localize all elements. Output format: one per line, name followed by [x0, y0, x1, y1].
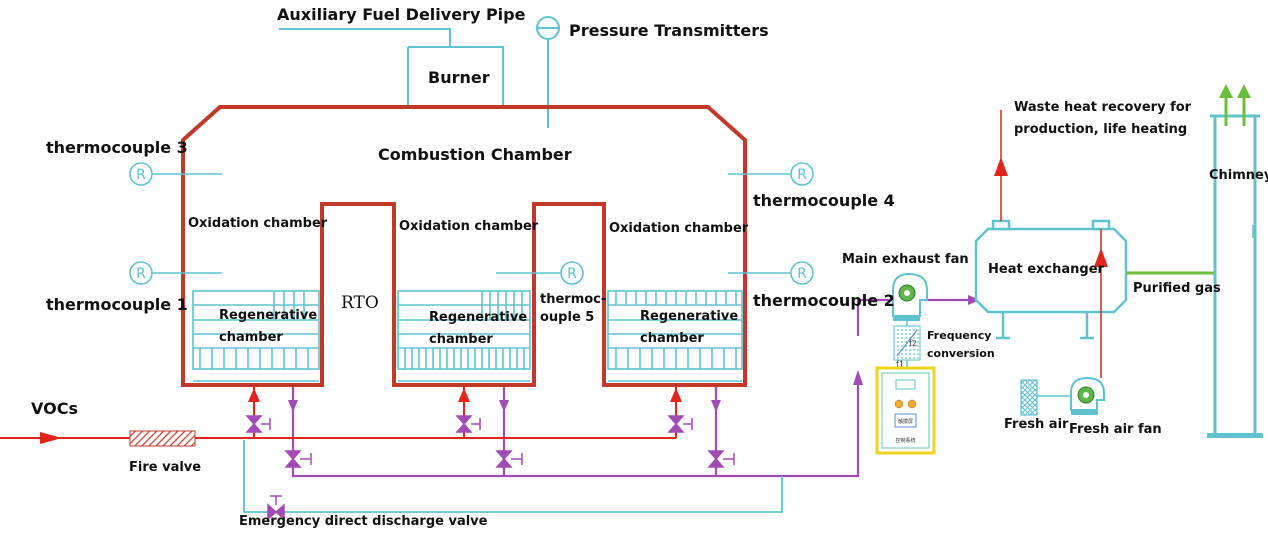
emergency-bypass-line	[243, 440, 783, 513]
thermocouple-3-label: thermocouple 3	[46, 138, 188, 157]
oxidation-chamber-middle-label: Oxidation chamber	[399, 219, 539, 234]
rto-chamber-wall	[181, 105, 747, 387]
control-panel: 触摸屏 控制系统	[875, 366, 936, 455]
thermocouple-symbol: R	[136, 266, 146, 282]
inverter-f1-label: f1	[896, 360, 904, 369]
pressure-transmitters-label: Pressure Transmitters	[569, 21, 769, 40]
flow-arrows-purple	[288, 295, 980, 412]
inverter-diagonal	[896, 329, 918, 357]
waste-heat-label-line2: production, life heating	[1014, 122, 1188, 137]
auxiliary-fuel-label: Auxiliary Fuel Delivery Pipe	[277, 5, 526, 24]
purified-gas-label: Purified gas	[1133, 281, 1221, 296]
heat-exchanger-label: Heat exchanger	[988, 262, 1104, 277]
frequency-conversion-label-line1: Frequency	[927, 329, 992, 342]
regenerative-chamber-middle-label-line2: chamber	[429, 332, 493, 347]
emergency-valve-label: Emergency direct discharge valve	[239, 514, 488, 529]
fresh-air-filter	[1020, 379, 1038, 416]
thermocouple-2-label: thermocouple 2	[753, 291, 895, 310]
regenerative-bed-middle	[397, 290, 531, 382]
flow-arrows-red	[40, 388, 682, 444]
chimney-exhaust-arrows	[1219, 84, 1251, 126]
vocs-inlet-line	[0, 385, 677, 439]
pressure-transmitter-icon	[536, 16, 560, 128]
vocs-label: VOCs	[31, 399, 78, 418]
chimney	[1207, 114, 1263, 438]
burner-label: Burner	[428, 68, 490, 87]
regenerative-bed-left	[192, 290, 320, 382]
fire-valve	[129, 430, 196, 447]
thermocouple-icon	[129, 162, 814, 285]
chimney-label: Chimney	[1209, 168, 1268, 183]
thermocouple-5-label-line2: ouple 5	[540, 310, 595, 325]
control-panel-screen-label: 触摸屏	[898, 418, 913, 425]
thermocouple-5-label-line1: thermoc-	[540, 292, 607, 307]
combustion-chamber-label: Combustion Chamber	[378, 145, 572, 164]
regenerative-chamber-right-label-line2: chamber	[640, 331, 704, 346]
waste-heat-line	[994, 110, 1008, 221]
main-exhaust-fan-label: Main exhaust fan	[842, 252, 969, 267]
thermocouple-4-label: thermocouple 4	[753, 191, 895, 210]
control-panel-caption: 控制系统	[895, 437, 915, 444]
oxidation-chamber-left-label: Oxidation chamber	[188, 216, 328, 231]
regenerative-bed-right	[607, 290, 743, 382]
inverter-f2-label: f2	[909, 339, 917, 348]
fresh-air-line	[1094, 229, 1108, 378]
thermocouple-symbol: R	[567, 266, 577, 282]
thermocouple-symbol: R	[136, 167, 146, 183]
thermocouple-probes	[152, 173, 790, 274]
fresh-air-fan-label: Fresh air fan	[1069, 422, 1162, 437]
oxidation-chamber-right-label: Oxidation chamber	[609, 221, 749, 236]
fresh-air-fan-icon	[1070, 376, 1105, 415]
main-exhaust-fan-icon	[892, 272, 928, 321]
auxiliary-fuel-pipe	[279, 28, 504, 107]
regenerative-chamber-right-label-line1: Regenerative	[640, 309, 739, 324]
fresh-air-label: Fresh air	[1004, 417, 1069, 432]
regenerative-chamber-middle-label-line1: Regenerative	[429, 310, 528, 325]
butterfly-valve-icon	[245, 415, 735, 521]
rto-label: RTO	[341, 293, 379, 313]
thermocouple-symbol: R	[797, 266, 807, 282]
frequency-conversion-label-line2: conversion	[927, 347, 995, 360]
thermocouple-1-label: thermocouple 1	[46, 295, 188, 314]
heat-exchanger	[974, 219, 1128, 340]
regenerative-chamber-left-label-line1: Regenerative	[219, 308, 318, 323]
waste-heat-label-line1: Waste heat recovery for	[1014, 100, 1192, 115]
regenerative-chamber-left-label-line2: chamber	[219, 330, 283, 345]
thermocouple-symbols: R R R R R	[136, 167, 807, 282]
thermocouple-symbol: R	[797, 167, 807, 183]
fire-valve-label: Fire valve	[129, 460, 202, 475]
